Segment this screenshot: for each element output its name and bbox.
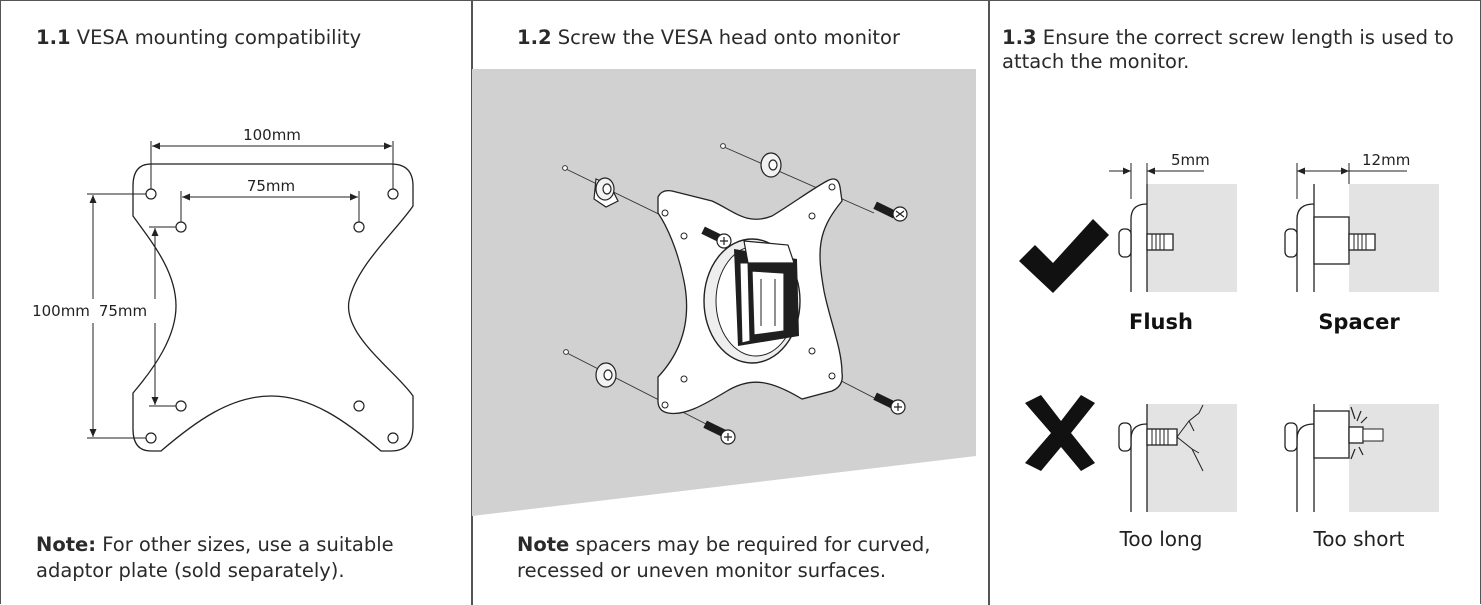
step-caption: 1.2 Screw the VESA head onto monitor xyxy=(517,26,900,50)
panel-divider xyxy=(471,1,473,605)
too-short-label: Too short xyxy=(1312,527,1404,551)
step-title: Screw the VESA head onto monitor xyxy=(557,26,900,49)
note: Note spacers may be required for curved,… xyxy=(517,532,977,584)
step-title: Ensure the correct screw length is used … xyxy=(1002,26,1454,73)
screw-length-diagrams: 5mm Flush 12mm Spacer xyxy=(1019,151,1439,551)
spacer-diagram: 12mm Spacer xyxy=(1284,151,1439,334)
note: Note: For other sizes, use a suitable ad… xyxy=(36,532,456,584)
dim-outer-height: 100mm xyxy=(32,302,90,320)
dim-inner-height: 75mm xyxy=(99,302,147,320)
spacer-dimension: 12mm xyxy=(1362,151,1410,169)
step-number: 1.3 xyxy=(1002,26,1037,49)
too-long-diagram: Too long xyxy=(1118,404,1237,551)
monitor-mount-illustration xyxy=(472,69,976,516)
step-title: VESA mounting compatibility xyxy=(76,26,362,49)
note-text: For other sizes, use a suitable adaptor … xyxy=(36,533,394,582)
cross-icon xyxy=(1025,395,1095,471)
note-label: Note: xyxy=(36,533,97,556)
dim-outer-width: 100mm xyxy=(243,126,301,144)
flush-dimension: 5mm xyxy=(1171,151,1210,169)
note-label: Note xyxy=(517,533,570,556)
flush-label: Flush xyxy=(1129,310,1193,334)
vesa-plate-diagram: 100mm 75mm 100mm 75mm xyxy=(32,126,414,452)
step-number: 1.2 xyxy=(517,26,552,49)
too-short-diagram: Too short xyxy=(1284,404,1439,551)
spacer-label: Spacer xyxy=(1318,310,1400,334)
flush-diagram: 5mm Flush xyxy=(1109,151,1237,334)
step-caption: 1.1 VESA mounting compatibility xyxy=(36,26,361,50)
panel-divider xyxy=(988,1,990,605)
check-icon xyxy=(1019,219,1109,293)
step-caption: 1.3 Ensure the correct screw length is u… xyxy=(1002,26,1462,74)
dim-inner-width: 75mm xyxy=(247,177,295,195)
step-number: 1.1 xyxy=(36,26,71,49)
too-long-label: Too long xyxy=(1119,527,1203,551)
note-text: spacers may be required for curved, rece… xyxy=(517,533,931,582)
